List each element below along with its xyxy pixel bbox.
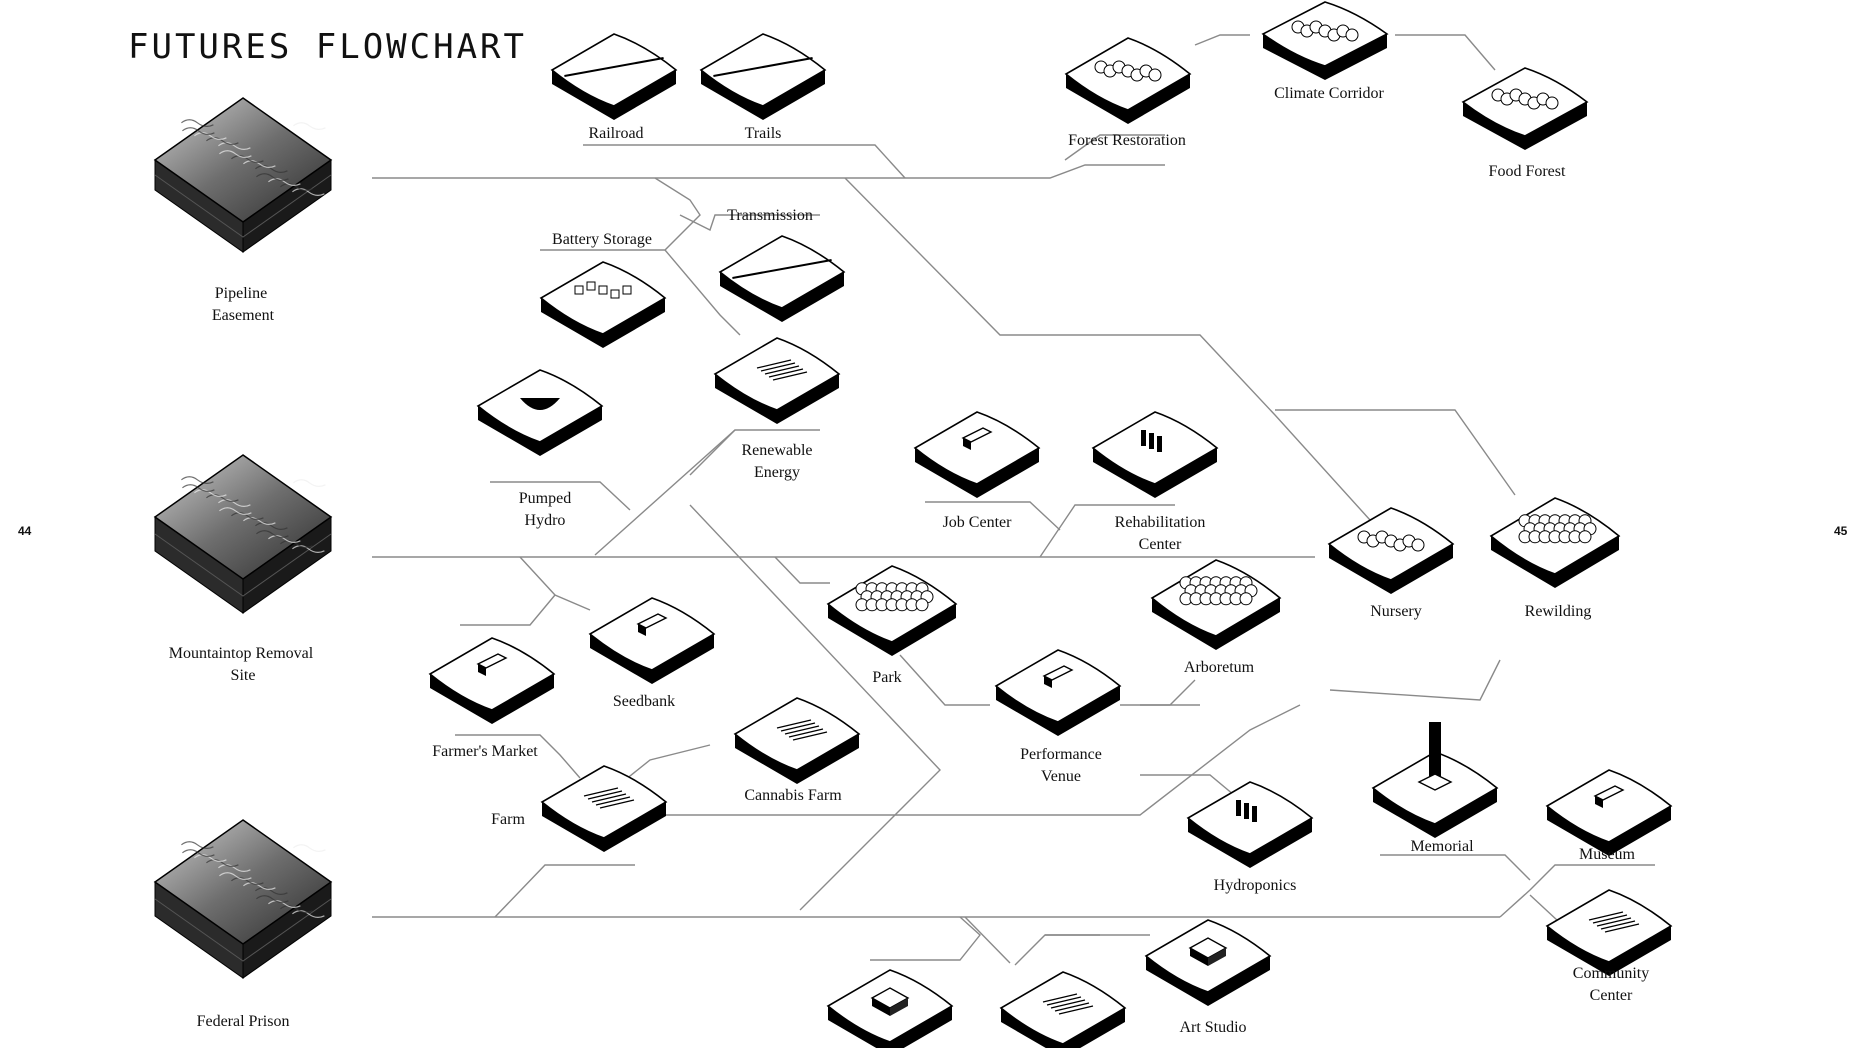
- trails-icon: [699, 33, 827, 120]
- label-nursery: Nursery: [1370, 603, 1422, 620]
- building-motif: [961, 427, 993, 450]
- label-cannabis-farm: Cannabis Farm: [744, 787, 842, 804]
- trees-motif: [1491, 88, 1559, 110]
- trees-motif: [1291, 20, 1359, 42]
- label-rewilding: Rewilding: [1525, 603, 1592, 620]
- battery-storage-icon: [539, 261, 667, 348]
- renewable-energy-icon: [713, 337, 841, 424]
- arboretum-icon: [1150, 559, 1282, 650]
- label-farmers-market: Farmer's Market: [432, 743, 538, 760]
- label-battery-storage: Battery Storage: [552, 231, 652, 248]
- farm-icon: [540, 765, 668, 852]
- label-museum: Museum: [1579, 846, 1636, 863]
- label-hydroponics: Hydroponics: [1214, 877, 1297, 894]
- diagram-title: FUTURES FLOWCHART: [128, 27, 527, 67]
- label-seedbank: Seedbank: [613, 693, 675, 710]
- forest-restoration-icon: [1064, 37, 1192, 124]
- rows-motif: [1042, 993, 1094, 1015]
- dense-trees-motif: [1179, 576, 1258, 606]
- rows-motif: [756, 359, 808, 381]
- box-motif: [870, 987, 910, 1016]
- climate-corridor-icon: [1261, 1, 1389, 80]
- icon-labels: Railroad Trails Forest Restoration Clima…: [432, 85, 1649, 1036]
- label-arboretum: Arboretum: [1184, 659, 1255, 676]
- hydroponics-icon: [1186, 781, 1314, 868]
- dense-trees-motif: [855, 582, 934, 612]
- performance-venue-icon: [994, 649, 1122, 736]
- site-blocks: [153, 97, 333, 979]
- label-park: Park: [872, 669, 901, 686]
- mountaintop-removal-block: [153, 454, 333, 614]
- tower-motif: [1417, 722, 1453, 791]
- building-motif: [1593, 785, 1625, 808]
- hydro-motif: [520, 398, 560, 410]
- railroad-icon: [550, 33, 678, 120]
- food-forest-icon: [1461, 67, 1589, 150]
- dense-trees-motif: [1518, 514, 1597, 544]
- cannabis-farm-icon: [733, 697, 861, 784]
- transmission-icon: [718, 235, 846, 322]
- building-motif: [1042, 665, 1074, 688]
- bumps-motif: [574, 281, 632, 299]
- label-trails: Trails: [745, 125, 782, 142]
- box-motif: [1188, 937, 1228, 966]
- rows-motif: [776, 719, 828, 741]
- label-farm: Farm: [491, 811, 525, 828]
- farmers-market-icon: [428, 637, 556, 724]
- seedbank-icon: [588, 597, 716, 684]
- line-motif: [564, 57, 664, 77]
- bars-motif: [1141, 430, 1162, 452]
- label-pipeline-easement: Pipeline Easement: [212, 285, 275, 324]
- line-motif: [732, 259, 832, 279]
- label-federal-prison: Federal Prison: [197, 1013, 290, 1030]
- rewilding-icon: [1489, 497, 1621, 588]
- memorial-icon: [1371, 722, 1499, 838]
- label-art-studio: Art Studio: [1179, 1019, 1246, 1036]
- label-food-forest: Food Forest: [1489, 163, 1566, 180]
- label-mountaintop-removal-site: Mountaintop Removal Site: [169, 645, 317, 684]
- museum-icon: [1545, 769, 1673, 856]
- label-memorial: Memorial: [1410, 838, 1474, 855]
- federal-prison-block: [153, 819, 333, 979]
- trees-motif: [1357, 530, 1425, 552]
- rehabilitation-center-icon: [1091, 411, 1219, 498]
- page-number-right: 45: [1834, 524, 1848, 538]
- nursery-icon: [1327, 507, 1455, 594]
- job-center-icon: [913, 411, 1041, 498]
- building-motif: [636, 613, 668, 636]
- art-studio-icon: [1144, 919, 1272, 1006]
- label-climate-corridor: Climate Corridor: [1274, 85, 1384, 102]
- label-transmission: Transmission: [727, 207, 813, 224]
- rows-motif: [583, 787, 635, 809]
- trees-motif: [1094, 60, 1162, 82]
- park-icon: [826, 565, 958, 656]
- flow-lines: [372, 34, 1655, 966]
- icon-blocks: [428, 1, 1673, 1048]
- prison-branch-icon-1: [826, 969, 954, 1048]
- label-railroad: Railroad: [588, 125, 643, 142]
- building-motif: [476, 653, 508, 676]
- line-motif: [713, 57, 813, 77]
- community-center-icon: [1545, 889, 1673, 976]
- prison-branch-icon-2: [999, 971, 1127, 1048]
- rows-motif: [1588, 911, 1640, 933]
- bars-motif: [1236, 800, 1257, 822]
- pipeline-easement-block: [153, 97, 333, 253]
- pumped-hydro-icon: [476, 369, 604, 456]
- label-job-center: Job Center: [943, 514, 1013, 531]
- label-forest-restoration: Forest Restoration: [1068, 132, 1186, 149]
- page-number-left: 44: [18, 524, 32, 538]
